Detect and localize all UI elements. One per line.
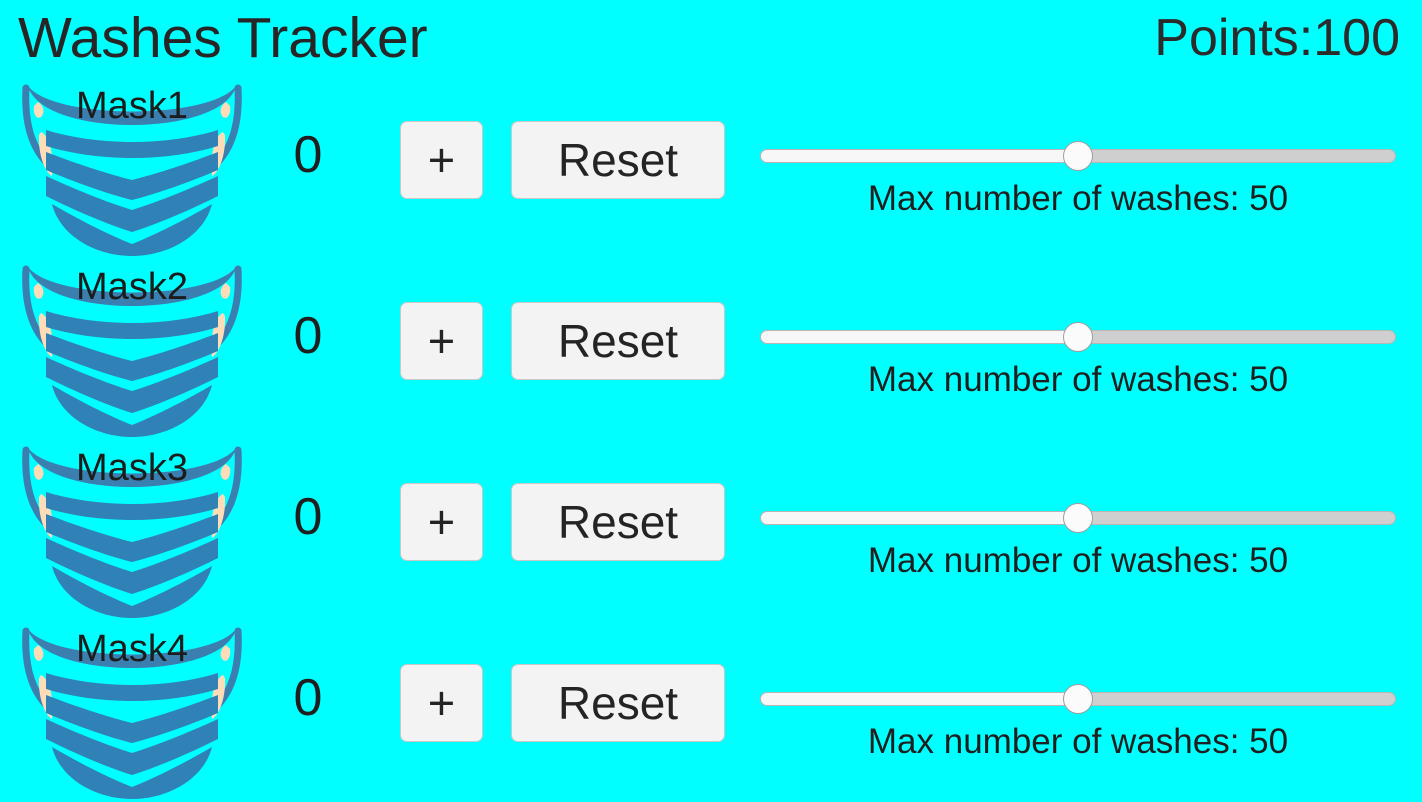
reset-button[interactable]: Reset — [511, 302, 725, 380]
wash-count-value: 0 — [293, 307, 323, 365]
max-washes-slider[interactable] — [760, 322, 1396, 352]
max-washes-caption: Max number of washes: 50 — [867, 360, 1289, 399]
mask-row: Mask2 0 + Reset Max number of washes: 50 — [0, 259, 1422, 440]
increment-button[interactable]: + — [400, 483, 483, 561]
increment-button[interactable]: + — [400, 664, 483, 742]
increment-button[interactable]: + — [400, 302, 483, 380]
app-header: Washes Tracker Points:100 — [0, 0, 1422, 78]
page-title: Washes Tracker — [18, 6, 428, 70]
slider-thumb[interactable] — [1063, 503, 1093, 533]
increment-button[interactable]: + — [400, 121, 483, 199]
max-washes-slider[interactable] — [760, 684, 1396, 714]
slider-track-fill — [760, 330, 1078, 344]
reset-button[interactable]: Reset — [511, 121, 725, 199]
slider-thumb[interactable] — [1063, 684, 1093, 714]
reset-button[interactable]: Reset — [511, 483, 725, 561]
max-washes-slider-cell: Max number of washes: 50 — [760, 289, 1396, 419]
mask-icon-cell: Mask4 — [8, 623, 256, 801]
max-washes-caption: Max number of washes: 50 — [867, 179, 1289, 218]
points-display: Points:100 — [1154, 9, 1400, 67]
mask-row: Mask3 0 + Reset Max number of washes: 50 — [0, 440, 1422, 621]
wash-count-value: 0 — [293, 126, 323, 184]
slider-track-fill — [760, 511, 1078, 525]
mask-icon-cell: Mask2 — [8, 261, 256, 439]
wash-count-value: 0 — [293, 488, 323, 546]
face-mask-icon — [22, 265, 242, 437]
wash-count-value: 0 — [293, 669, 323, 727]
mask-row: Mask4 0 + Reset Max number of washes: 50 — [0, 621, 1422, 802]
max-washes-slider-cell: Max number of washes: 50 — [760, 108, 1396, 238]
mask-icon-cell: Mask1 — [8, 80, 256, 258]
max-washes-slider-cell: Max number of washes: 50 — [760, 470, 1396, 600]
face-mask-icon — [22, 446, 242, 618]
max-washes-caption: Max number of washes: 50 — [867, 541, 1289, 580]
slider-track-fill — [760, 692, 1078, 706]
mask-row-list: Mask1 0 + Reset Max number of washes: 50 — [0, 78, 1422, 802]
max-washes-slider[interactable] — [760, 503, 1396, 533]
slider-thumb[interactable] — [1063, 141, 1093, 171]
mask-icon-cell: Mask3 — [8, 442, 256, 620]
max-washes-slider-cell: Max number of washes: 50 — [760, 651, 1396, 781]
max-washes-caption: Max number of washes: 50 — [867, 722, 1289, 761]
reset-button[interactable]: Reset — [511, 664, 725, 742]
face-mask-icon — [22, 84, 242, 256]
max-washes-slider[interactable] — [760, 141, 1396, 171]
slider-track-fill — [760, 149, 1078, 163]
face-mask-icon — [22, 627, 242, 799]
slider-thumb[interactable] — [1063, 322, 1093, 352]
mask-row: Mask1 0 + Reset Max number of washes: 50 — [0, 78, 1422, 259]
